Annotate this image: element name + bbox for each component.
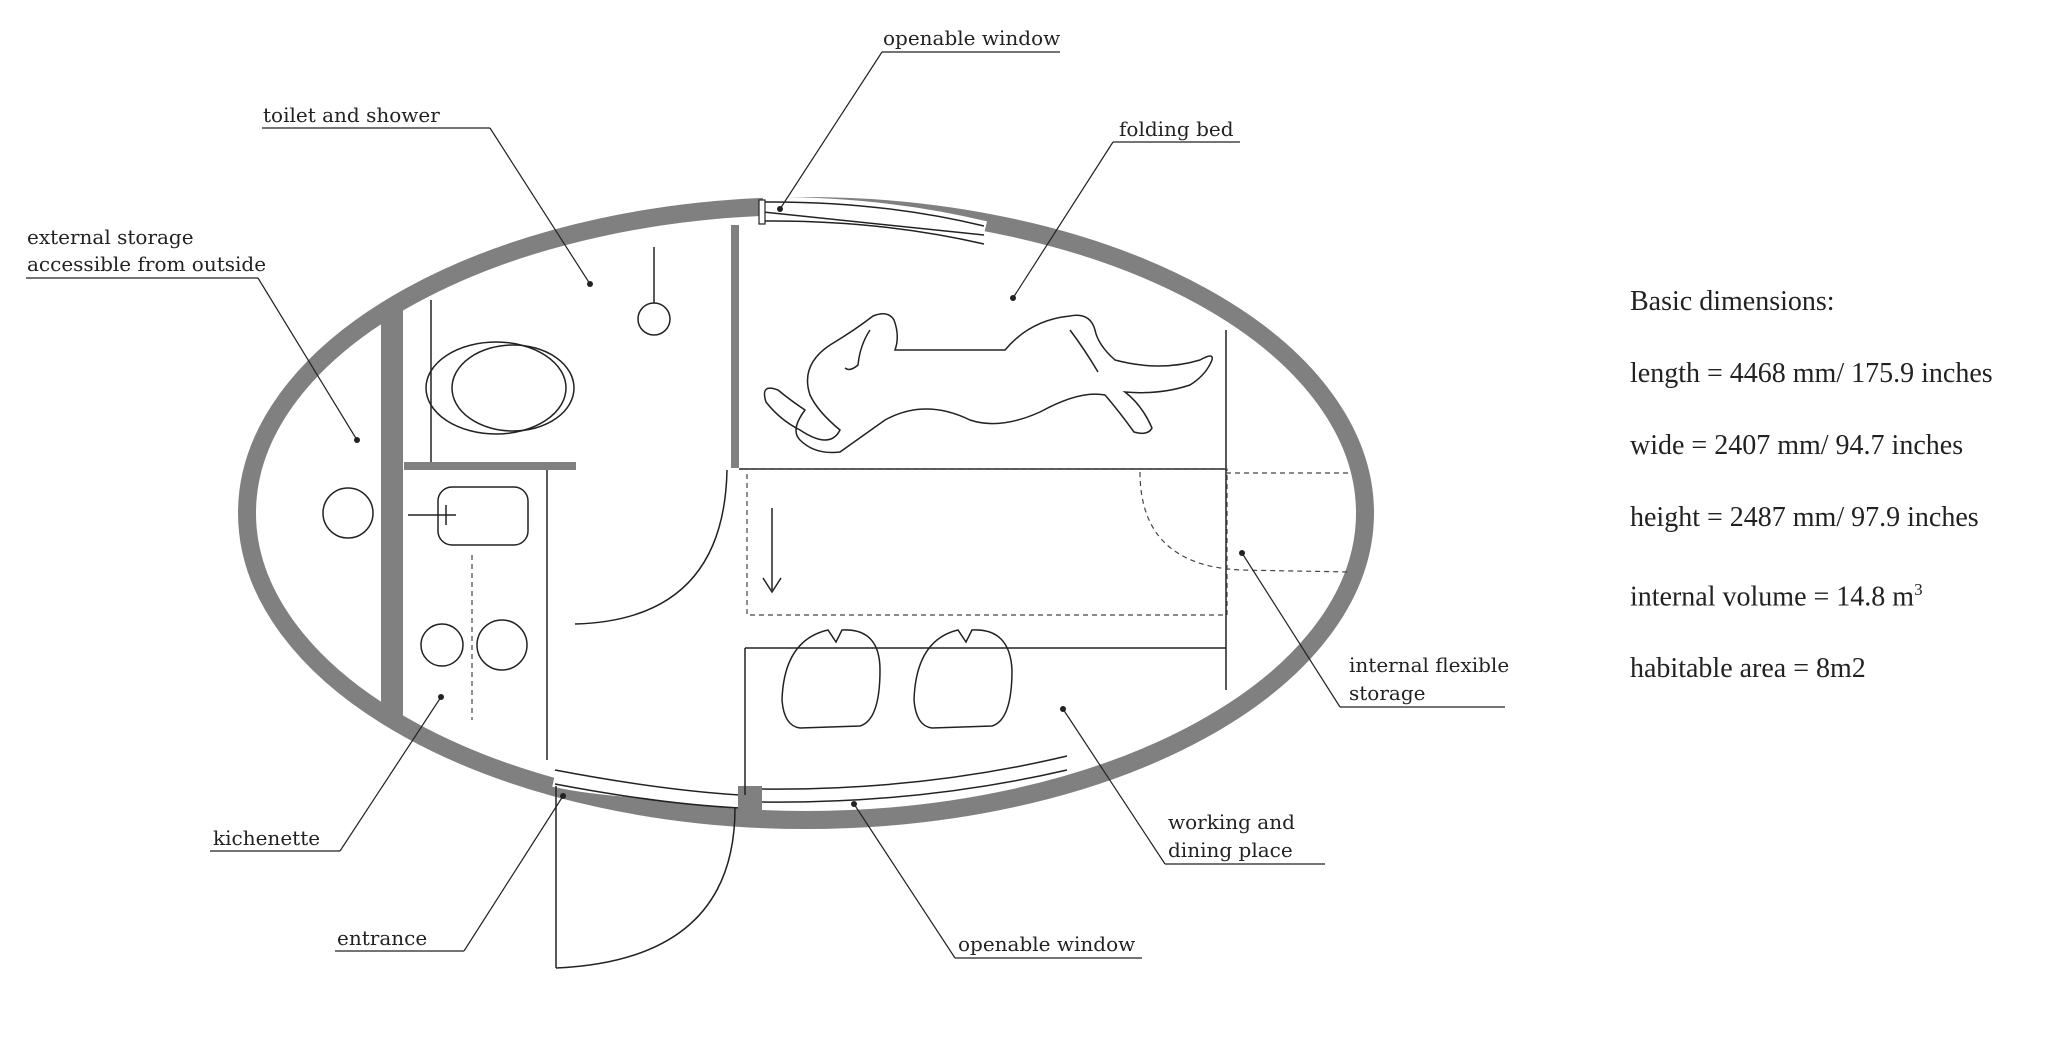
top-window [758,199,985,245]
folding-bed-outline [746,468,1228,616]
external-storage-opening [322,487,374,539]
bathroom-door-swing [574,469,728,625]
storage-door-swing [1139,471,1351,573]
label-internal-storage-2: storage [1349,681,1425,705]
leader-external-storage [26,277,360,443]
label-external-storage-1: external storage [27,225,194,249]
dimension-length: length = 4468 mm/ 175.9 inches [1630,358,1993,389]
hob-burner-2 [476,619,528,671]
leader-toilet-shower [262,127,593,287]
label-entrance: entrance [337,926,427,950]
label-folding-bed: folding bed [1119,117,1234,141]
dimensions-title: Basic dimensions: [1630,286,1835,317]
leader-window-top [777,51,1060,212]
storage-partition [381,300,403,720]
label-toilet-shower: toilet and shower [263,103,440,127]
chair-2 [913,629,1013,729]
label-openable-window-bottom: openable window [958,932,1135,956]
toilet [425,341,575,435]
dimensions-panel: Basic dimensions: length = 4468 mm/ 175.… [1630,285,2030,724]
dimension-volume: internal volume = 14.8 m3 [1630,573,2030,614]
leader-working-dining [1060,706,1325,865]
fold-arrow-head [762,577,782,594]
bottom-window-gap [552,747,1069,800]
dimension-area: habitable area = 8m2 [1630,653,1866,685]
bath-bed-partition [731,225,739,468]
bath-kitchen-partition [404,462,576,470]
label-kitchenette: kichenette [213,826,320,850]
person-figure [763,313,1213,454]
top-window-gap [762,196,988,247]
label-working-dining-1: working and [1168,810,1295,834]
volume-text: internal volume = 14.8 m [1630,581,1915,613]
bottom-window [554,755,1068,810]
leader-entrance [335,793,566,952]
label-internal-storage-1: internal flexible [1349,653,1509,677]
leader-kitchenette [210,694,444,852]
sink [408,486,529,546]
label-openable-window-top: openable window [883,26,1060,50]
leader-folding-bed [1010,141,1240,301]
shower [637,247,671,336]
chair-1 [781,629,881,729]
leader-window-bottom [851,801,1142,959]
volume-superscript: 3 [1914,580,1923,599]
hob-burner-1 [420,623,464,667]
label-external-storage-2: accessible from outside [27,252,266,276]
entrance-door [555,786,736,969]
dimension-height: height = 2487 mm/ 97.9 inches [1630,502,1979,533]
label-working-dining-2: dining place [1168,838,1293,862]
dimension-wide: wide = 2407 mm/ 94.7 inches [1630,430,1964,461]
leader-internal-storage [1239,550,1505,708]
